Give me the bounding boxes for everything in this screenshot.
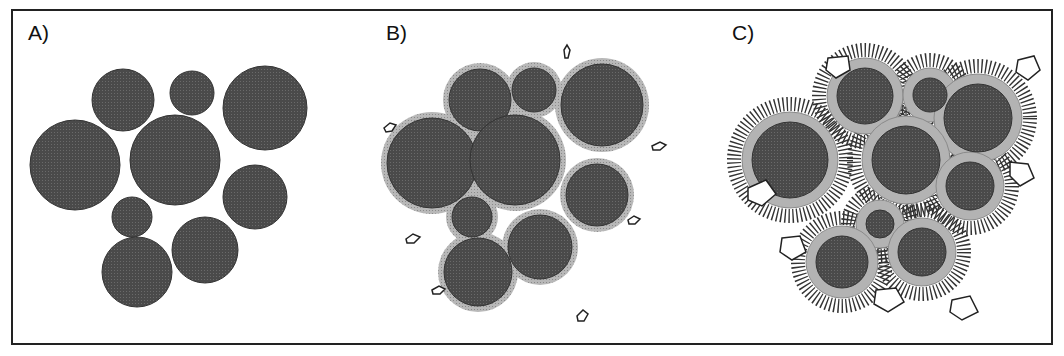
coated-cores xyxy=(387,64,643,306)
thin-shells xyxy=(381,58,649,312)
thick-shells xyxy=(742,58,1022,298)
shelled-cores xyxy=(752,68,1012,288)
panel-label: A) xyxy=(28,22,49,43)
hair-layer xyxy=(734,50,1030,306)
frame xyxy=(12,10,1052,344)
panel-label: B) xyxy=(386,22,407,43)
panel-label: C) xyxy=(732,22,754,43)
small-molecules xyxy=(384,45,666,321)
large-molecules xyxy=(748,56,1040,320)
bare-particles xyxy=(30,66,307,307)
